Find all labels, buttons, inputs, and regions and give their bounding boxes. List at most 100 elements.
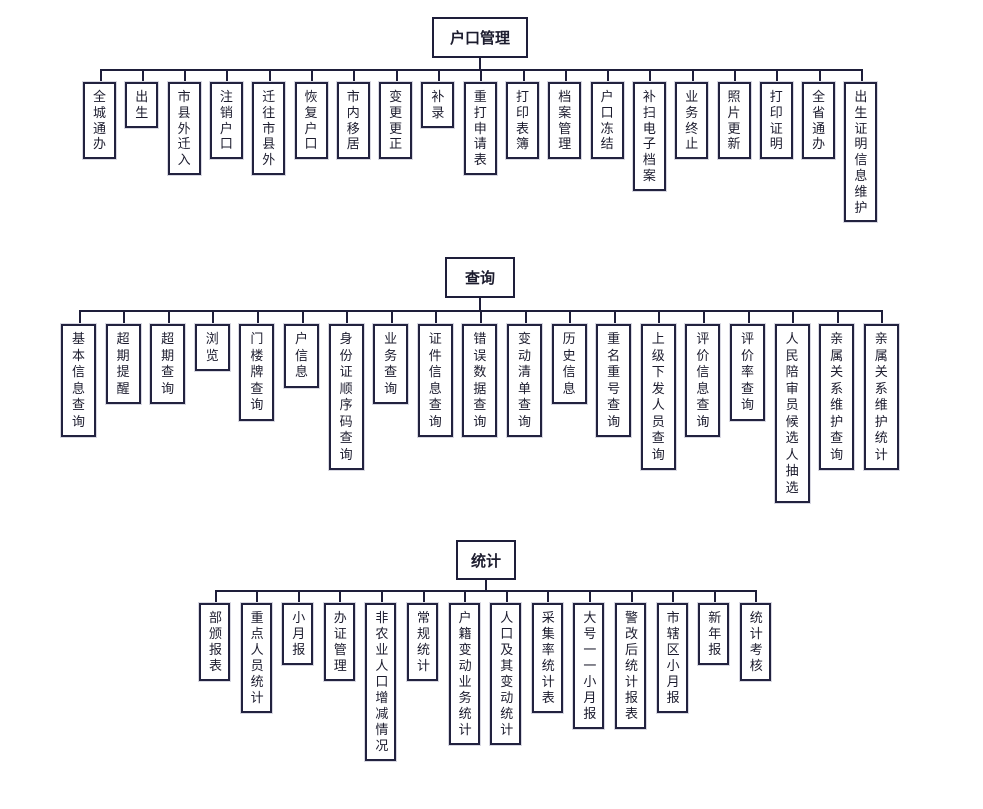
child-node: 非农业人口增减情况 (365, 603, 397, 761)
child-node: 业务查询 (373, 324, 409, 404)
connector-line (339, 590, 342, 603)
branch-line (214, 590, 758, 592)
child-node: 档案管理 (548, 82, 582, 160)
child-node: 上级下发人员查询 (640, 324, 676, 470)
child-node: 常规统计 (407, 603, 438, 681)
connector-line (734, 69, 736, 82)
connector-line (464, 590, 467, 603)
trunk-line (485, 580, 487, 590)
child-node: 采集率统计表 (531, 603, 563, 713)
connector-line (435, 310, 438, 324)
connector-line (672, 590, 675, 603)
connector-line (480, 69, 483, 82)
connector-line (346, 310, 349, 324)
connector-line (353, 69, 356, 82)
connector-line (649, 69, 652, 82)
child-node: 身份证顺序码查询 (328, 324, 364, 470)
child-node: 错误数据查询 (462, 324, 498, 437)
child-node: 打印表簿 (506, 82, 539, 160)
child-node: 变更更正 (379, 82, 413, 160)
connector-line (836, 310, 839, 324)
connector-line (860, 69, 863, 82)
connector-line (268, 69, 271, 82)
child-node: 照片更新 (717, 82, 751, 160)
connector-line (123, 310, 126, 324)
child-node: 出生 (125, 82, 159, 128)
connector-line (613, 310, 616, 324)
child-node: 补扫电子档案 (632, 82, 666, 191)
connector-line (658, 310, 661, 324)
child-node: 超期查询 (150, 324, 186, 404)
connector-line (818, 69, 821, 82)
trunk-line (479, 58, 481, 69)
connector-line (881, 310, 884, 324)
child-node: 基本信息查询 (61, 324, 96, 437)
child-node: 注销户口 (209, 82, 243, 160)
connector-line (569, 310, 572, 324)
connector-line (747, 310, 750, 324)
connector-line (390, 310, 393, 324)
connector-line (691, 69, 694, 82)
connector-line (437, 69, 440, 82)
connector-line (141, 69, 144, 82)
child-node: 户籍变动业务统计 (448, 603, 480, 745)
connector-line (301, 310, 304, 324)
child-node: 人民陪审员候选人抽选 (774, 324, 810, 503)
child-node: 小月报 (282, 603, 314, 665)
child-node: 恢复户口 (294, 82, 328, 160)
child-node: 门楼牌查询 (239, 324, 275, 421)
connector-line (214, 590, 217, 603)
connector-line (607, 69, 610, 82)
connector-line (755, 590, 758, 603)
child-node: 警改后统计报表 (615, 603, 646, 729)
connector-line (226, 69, 229, 82)
connector-line (524, 310, 527, 324)
connector-line (630, 590, 633, 603)
child-node: 评价率查询 (730, 324, 765, 421)
child-node: 变动清单查询 (507, 324, 542, 437)
child-node: 市内移居 (336, 82, 370, 160)
child-node: 人口及其变动统计 (490, 603, 522, 745)
connector-line (167, 310, 170, 324)
connector-line (588, 590, 591, 603)
trunk-line (479, 298, 481, 310)
connector-line (792, 310, 795, 324)
child-node: 全城通办 (83, 82, 116, 160)
child-node: 全省通办 (802, 82, 836, 160)
child-node: 新年报 (698, 603, 730, 665)
child-node: 重点人员统计 (240, 603, 272, 713)
child-node: 打印证明 (759, 82, 793, 160)
connector-line (256, 590, 259, 603)
child-node: 重名重号查询 (596, 324, 632, 437)
child-node: 户口冻结 (590, 82, 624, 160)
child-node: 重打申请表 (463, 82, 497, 175)
connector-line (78, 310, 81, 324)
connector-line (395, 69, 398, 82)
connector-line (702, 310, 705, 324)
root-node: 户口管理 (432, 17, 528, 58)
child-node: 出生证明信息维护 (844, 82, 878, 223)
connector-line (522, 69, 525, 82)
connector-line (297, 590, 300, 603)
child-node: 部颁报表 (199, 603, 230, 681)
root-node: 统计 (456, 540, 516, 580)
child-node: 亲属关系维护查询 (819, 324, 855, 470)
connector-line (256, 310, 259, 324)
connector-line (380, 590, 383, 603)
child-node: 证件信息查询 (417, 324, 453, 437)
connector-line (311, 69, 313, 82)
connector-line (479, 310, 482, 324)
child-node: 评价信息查询 (685, 324, 721, 437)
child-node: 市县外迁入 (167, 82, 201, 175)
child-node: 市辖区小月报 (656, 603, 688, 713)
child-node: 业务终止 (675, 82, 709, 160)
child-node: 超期提醒 (105, 324, 141, 404)
child-node: 大号一一小月报 (573, 603, 605, 729)
child-node: 亲属关系维护统计 (863, 324, 899, 470)
connector-line (505, 590, 508, 603)
connector-line (547, 590, 550, 603)
child-node: 办证管理 (323, 603, 355, 681)
child-node: 统计考核 (739, 603, 771, 681)
child-node: 户信息 (284, 324, 319, 388)
child-node: 浏览 (194, 324, 230, 371)
